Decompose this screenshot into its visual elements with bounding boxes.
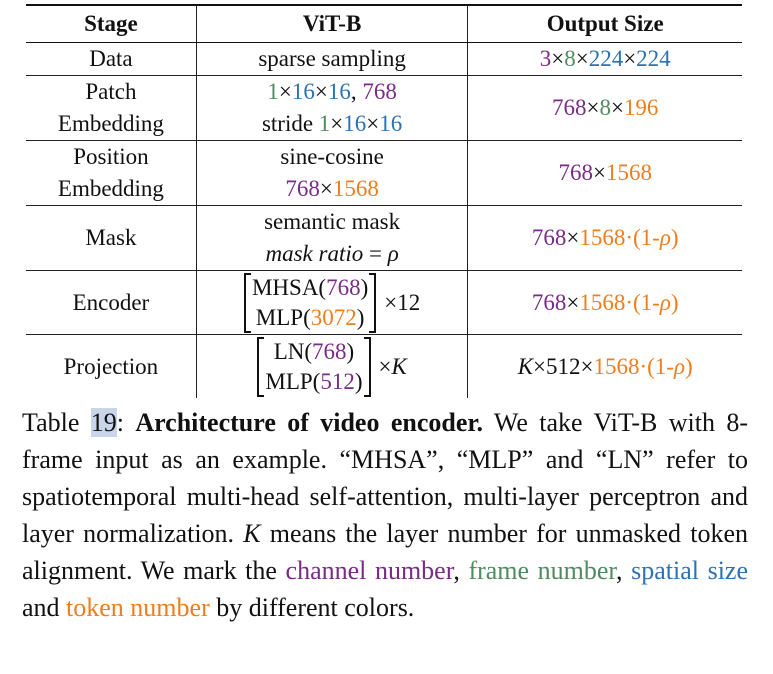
stage-mask: Mask: [26, 205, 197, 271]
projection-bracket: LN(768) MLP(512): [257, 337, 371, 397]
legend-frame-number: frame number: [468, 556, 617, 585]
vit-position: sine-cosine 768×1568: [195, 140, 468, 206]
vit-encoder: MHSA(768) MLP(3072) ×12: [195, 270, 468, 335]
stage-data: Data: [26, 42, 197, 76]
table-row-mask: Mask semantic mask mask ratio = ρ 768×15…: [26, 205, 742, 271]
vit-projection: LN(768) MLP(512) ×K: [195, 334, 468, 398]
table-row-patch: Patch Embedding 1×16×16, 768 stride 1×16…: [26, 75, 742, 141]
table-row-data: Data sparse sampling 3×8×224×224: [26, 42, 742, 76]
header-vit-b: ViT-B: [195, 4, 468, 43]
output-position: 768×1568: [467, 140, 742, 206]
stage-patch: Patch Embedding: [26, 75, 197, 141]
vit-mask: semantic mask mask ratio = ρ: [195, 205, 468, 271]
legend-token-number: token number: [66, 593, 210, 622]
encoder-bracket: MHSA(768) MLP(3072): [243, 273, 377, 333]
table-row-encoder: Encoder MHSA(768) MLP(3072) ×12 768×1568…: [26, 270, 742, 335]
stage-projection: Projection: [63, 353, 159, 379]
architecture-table: Stage ViT-B Output Size Data sparse samp…: [26, 4, 742, 398]
output-data: 3×8×224×224: [467, 42, 742, 76]
stage-encoder: Encoder: [26, 270, 197, 335]
header-output-size: Output Size: [467, 4, 742, 43]
legend-channel-number: channel number: [285, 556, 454, 585]
table-caption: Table 19: Architecture of video encoder.…: [22, 408, 749, 622]
table-row-position: Position Embedding sine-cosine 768×1568 …: [26, 140, 742, 206]
legend-spatial-size: spatial size: [631, 556, 748, 585]
table-ref-link[interactable]: 19: [90, 408, 117, 437]
output-encoder: 768×1568·(1-ρ): [467, 270, 742, 335]
table-header-row: Stage ViT-B Output Size: [26, 4, 742, 43]
encoder-multiplier: ×12: [384, 290, 421, 315]
vit-patch: 1×16×16, 768 stride 1×16×16: [195, 75, 468, 141]
projection-multiplier: ×K: [378, 354, 407, 379]
table-row-projection: Projection LN(768) MLP(512) ×K K×512×156…: [26, 334, 742, 398]
output-mask: 768×1568·(1-ρ): [467, 205, 742, 271]
caption-title: Architecture of video encoder.: [135, 408, 484, 437]
output-projection: K×512×1568·(1-ρ): [467, 334, 742, 398]
vit-data: sparse sampling: [195, 42, 468, 76]
header-stage: Stage: [26, 4, 197, 43]
stage-position: Position Embedding: [26, 140, 197, 206]
output-patch: 768×8×196: [467, 75, 742, 141]
